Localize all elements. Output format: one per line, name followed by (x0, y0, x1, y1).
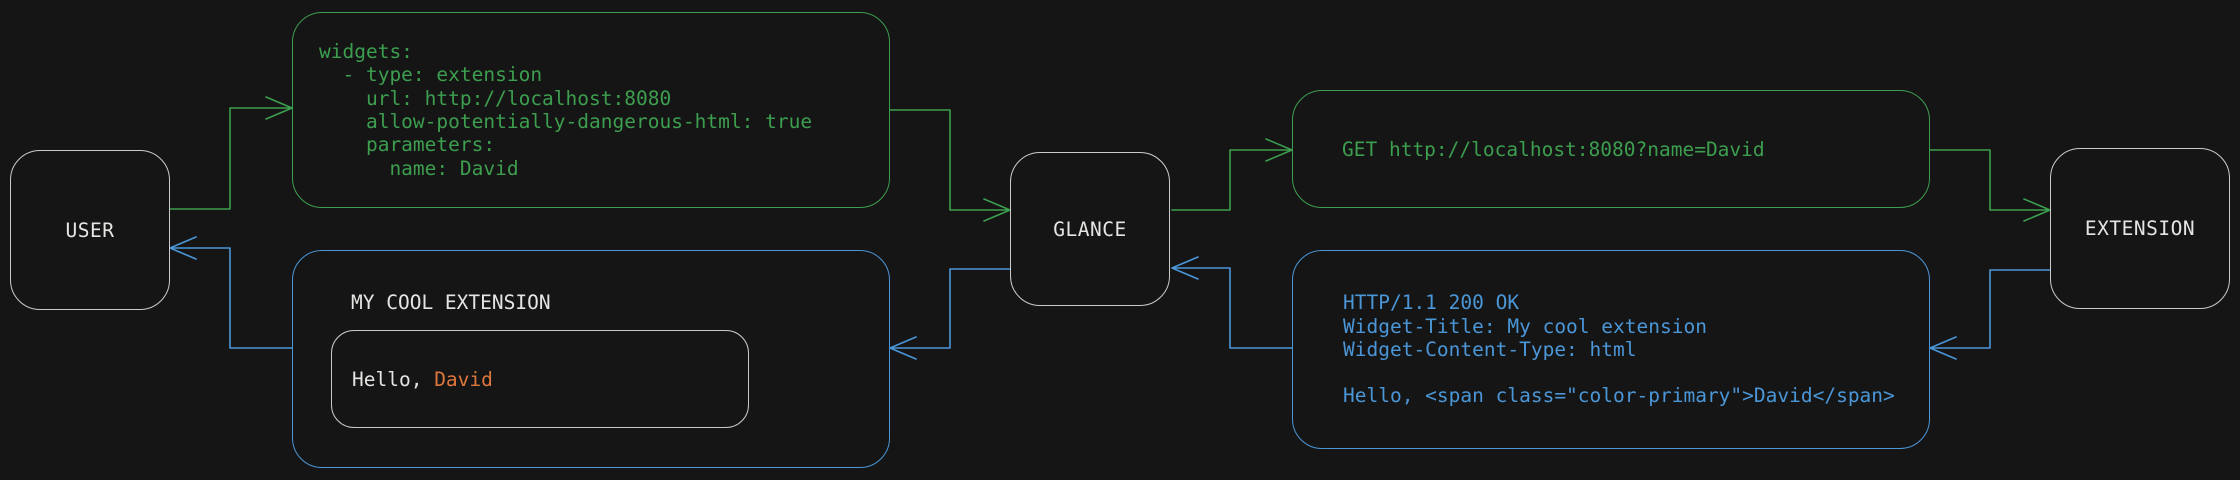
arrow-glance-to-request (1171, 138, 1293, 211)
code-line: HTTP/1.1 200 OK (1343, 291, 1520, 315)
code-line: Widget-Title: My cool extension (1343, 314, 1707, 338)
http-request-line: GET http://localhost:8080?name=David (1342, 137, 1765, 161)
widget-title: MY COOL EXTENSION (351, 291, 551, 314)
arrow-extension-to-response (1929, 269, 2051, 360)
node-glance: GLANCE (1010, 152, 1170, 306)
code-line: name: David (319, 156, 519, 180)
node-glance-label: GLANCE (1053, 217, 1127, 241)
widget-preview-box: MY COOL EXTENSION Hello, David (292, 250, 890, 468)
code-line: widgets: (319, 40, 413, 64)
http-response-code: HTTP/1.1 200 OK Widget-Title: My cool ex… (1293, 251, 1929, 448)
code-line: url: http://localhost:8080 (319, 86, 672, 110)
arrow-config-to-glance (889, 109, 1011, 222)
code-line: allow-potentially-dangerous-html: true (319, 110, 813, 133)
code-line: Hello, <span class="color-primary">David… (1343, 384, 1895, 408)
code-line: - type: extension (319, 63, 543, 87)
arrow-glance-to-widget (889, 268, 1011, 360)
greeting-prefix: Hello, (352, 367, 435, 391)
arrow-response-to-glance (1171, 256, 1293, 349)
arrow-widget-to-user (169, 236, 293, 349)
code-line (1343, 361, 1929, 384)
widget-greeting-box: Hello, David (331, 330, 749, 428)
code-line: Widget-Content-Type: html (1343, 337, 1637, 361)
node-user: USER (10, 150, 170, 310)
code-line: parameters: (319, 133, 496, 157)
node-user-label: USER (65, 218, 115, 242)
greeting-name: David (434, 367, 493, 391)
node-extension: EXTENSION (2050, 148, 2230, 309)
http-response-box: HTTP/1.1 200 OK Widget-Title: My cool ex… (1292, 250, 1930, 449)
config-yaml-box: widgets: - type: extension url: http://l… (292, 12, 890, 208)
config-yaml-code: widgets: - type: extension url: http://l… (293, 13, 889, 207)
arrow-request-to-extension (1929, 149, 2051, 222)
http-request-box: GET http://localhost:8080?name=David (1292, 90, 1930, 208)
node-extension-label: EXTENSION (2084, 217, 2196, 240)
arrow-user-to-config (169, 96, 293, 210)
